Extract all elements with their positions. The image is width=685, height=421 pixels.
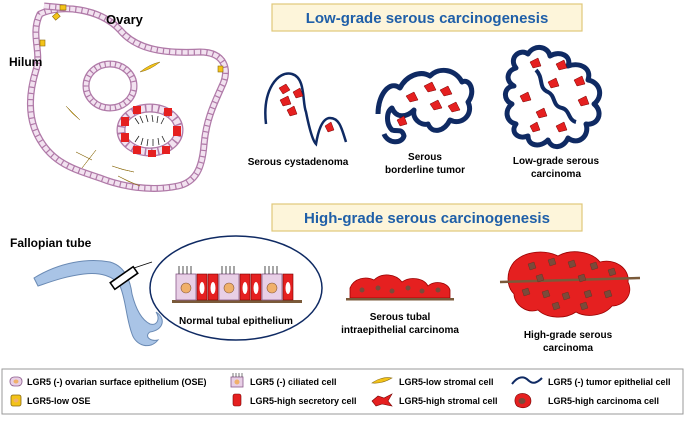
low-grade-title: Low-grade serous carcinogenesis: [306, 10, 549, 27]
serous-borderline-label-1: Serous: [408, 152, 442, 163]
legend-item-tumor-epithelial-negative: LGR5 (-) tumor epithelial cell: [511, 376, 671, 387]
hilum-label: Hilum: [9, 55, 42, 69]
legend-label: LGR5-low OSE: [27, 396, 91, 406]
cyst-cilia: [134, 114, 166, 147]
fallopian-tube-label: Fallopian tube: [10, 236, 92, 250]
legend-item-stromal-low: LGR5-low stromal cell: [371, 377, 494, 387]
low-grade-carcinoma-label-1: Low-grade serous: [513, 156, 600, 167]
legend: LGR5 (-) ovarian surface epithelium (OSE…: [1, 368, 684, 415]
legend-label: LGR5-high stromal cell: [399, 396, 498, 406]
stic-label-2: intraepithelial carcinoma: [341, 325, 459, 336]
normal-tubal-epithelium-illustration: Normal tubal epithelium: [149, 235, 323, 341]
serous-cystadenoma-label: Serous cystadenoma: [248, 157, 349, 168]
fallopian-tube-illustration: Fallopian tube: [10, 236, 163, 347]
high-grade-title-banner: High-grade serous carcinogenesis: [271, 203, 583, 232]
high-grade-carcinoma-illustration: High-grade serous carcinoma: [499, 251, 641, 354]
legend-label: LGR5 (-) ovarian surface epithelium (OSE…: [27, 377, 207, 387]
stic-illustration: Serous tubal intraepithelial carcinoma: [341, 274, 459, 336]
legend-item-ose-low: LGR5-low OSE: [10, 394, 91, 407]
legend-item-ciliated-negative: LGR5 (-) ciliated cell: [230, 373, 337, 388]
low-grade-carcinoma-illustration: Low-grade serous carcinoma: [503, 45, 603, 180]
legend-item-carcinoma-high: LGR5-high carcinoma cell: [514, 393, 659, 409]
serous-borderline-label-2: borderline tumor: [385, 165, 465, 176]
tubal-cilia: [178, 266, 278, 274]
ovary-illustration: Ovary Hilum: [9, 2, 229, 192]
ovary-stromal-cells: [65, 61, 161, 187]
legend-item-secretory-high: LGR5-high secretory cell: [232, 393, 357, 407]
legend-item-stromal-high: LGR5-high stromal cell: [371, 393, 498, 407]
legend-label: LGR5-low stromal cell: [399, 377, 494, 387]
legend-item-ose-negative: LGR5 (-) ovarian surface epithelium (OSE…: [9, 376, 207, 387]
low-grade-title-banner: Low-grade serous carcinogenesis: [271, 3, 583, 32]
serous-borderline-illustration: Serous borderline tumor: [375, 67, 475, 176]
high-grade-carcinoma-label-1: High-grade serous: [524, 330, 613, 341]
tubal-cells: [175, 273, 294, 301]
cyst-secretory-cells: [121, 106, 181, 157]
legend-label: LGR5 (-) ciliated cell: [250, 377, 337, 387]
stic-label-1: Serous tubal: [370, 312, 431, 323]
normal-tubal-label: Normal tubal epithelium: [179, 316, 293, 327]
legend-label: LGR5 (-) tumor epithelial cell: [548, 377, 671, 387]
legend-label: LGR5-high secretory cell: [250, 396, 357, 406]
high-grade-title: High-grade serous carcinogenesis: [304, 210, 550, 227]
low-grade-carcinoma-label-2: carcinoma: [531, 169, 581, 180]
legend-label: LGR5-high carcinoma cell: [548, 396, 659, 406]
ovary-label: Ovary: [106, 12, 144, 27]
high-grade-carcinoma-label-2: carcinoma: [543, 343, 593, 354]
serous-cystadenoma-illustration: Serous cystadenoma: [248, 72, 349, 168]
